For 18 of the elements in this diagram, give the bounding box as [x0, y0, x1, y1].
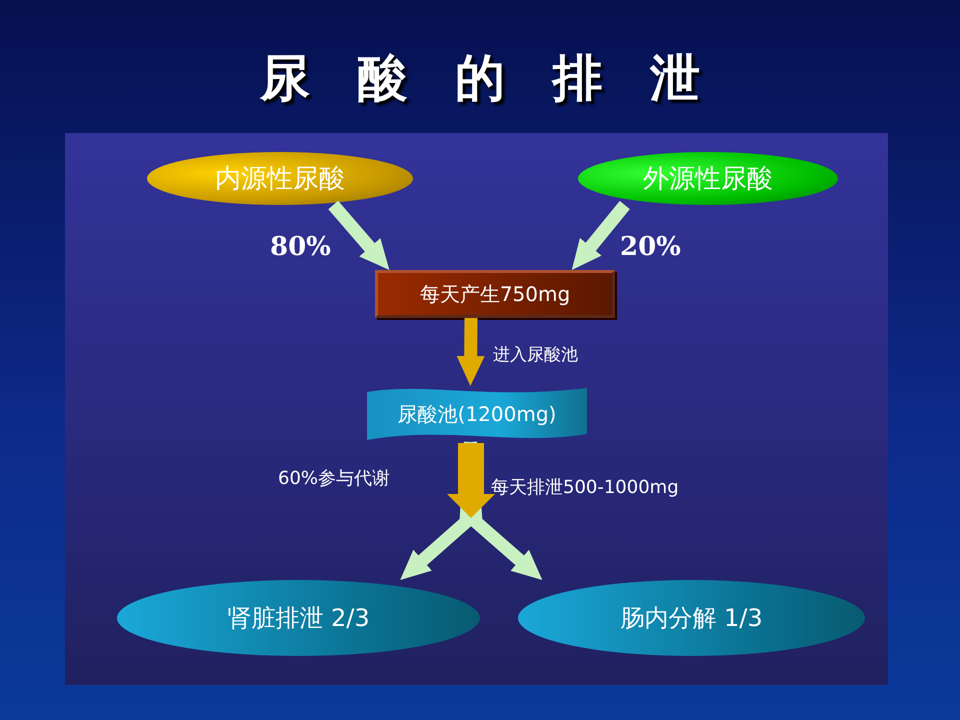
note-text: 每天排泄500-1000mg [491, 476, 679, 499]
trunk-arrow [447, 443, 495, 518]
edge-label: 80% [270, 232, 331, 262]
process-box [375, 270, 615, 318]
note-text: 60%参与代谢 [278, 467, 390, 490]
arrow [328, 200, 390, 270]
node-text: 内源性尿酸 [215, 163, 345, 196]
node-text: 每天产生750mg [420, 280, 570, 308]
arrow [456, 318, 485, 386]
banner-node [367, 386, 587, 442]
node-text: 肠内分解 1/3 [620, 603, 763, 634]
node-text: 尿酸池(1200mg) [398, 400, 556, 428]
edge-label: 20% [620, 232, 681, 262]
node-text: 外源性尿酸 [643, 163, 773, 196]
title: 尿酸的排泄 [258, 47, 748, 109]
arrow [572, 200, 630, 270]
node-text: 肾脏排泄 2/3 [227, 603, 370, 634]
edge-label: 进入尿酸池 [493, 344, 578, 366]
